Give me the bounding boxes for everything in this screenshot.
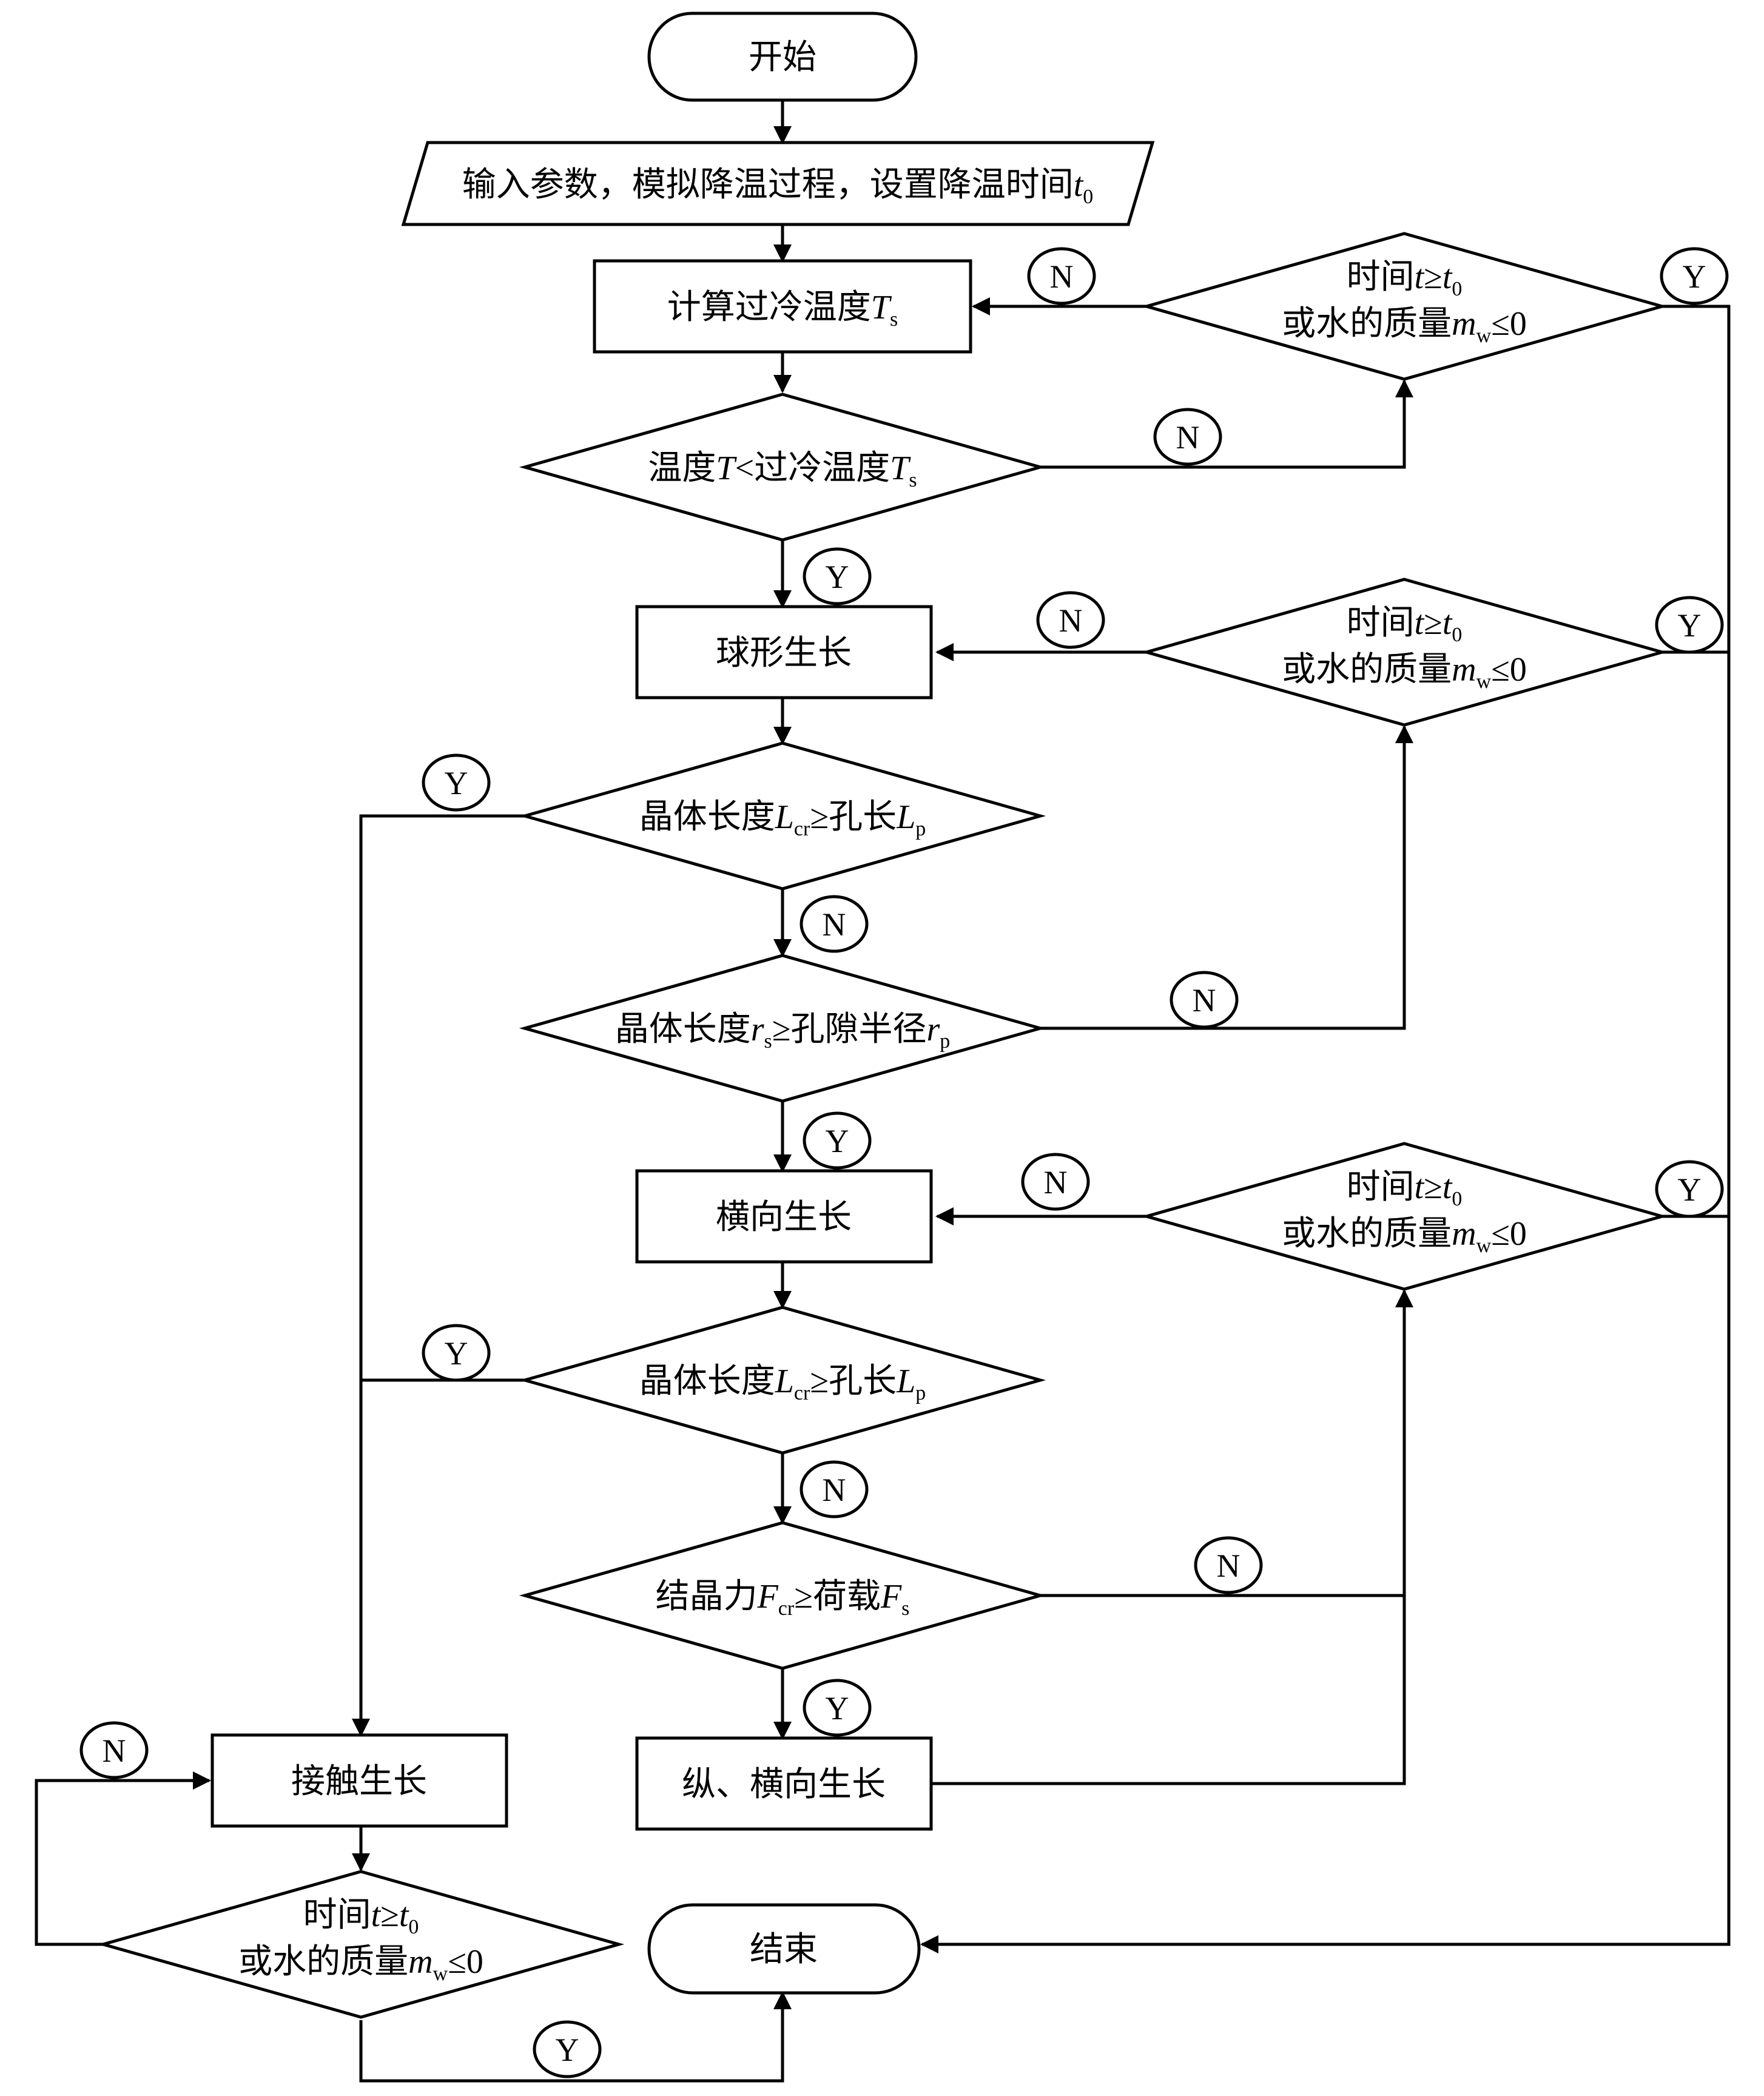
mark-yes: Y bbox=[803, 1111, 872, 1170]
svg-text:N: N bbox=[823, 906, 846, 943]
svg-text:N: N bbox=[1217, 1548, 1241, 1584]
node-stop-check-4: 时间t≥t0 或水的质量mw≤0 bbox=[97, 1870, 625, 2019]
stop-check-2-line1: 时间t≥t0 bbox=[1347, 604, 1463, 646]
edge-tempcheck-no bbox=[1040, 379, 1413, 469]
node-radius-check: 晶体长度rs≥孔隙半径rp bbox=[519, 954, 1046, 1103]
mark-no: N bbox=[800, 1460, 869, 1518]
mark-yes: Y bbox=[803, 547, 872, 605]
node-input-label: 输入参数，模拟降温过程，设置降温时间t0 bbox=[462, 166, 1094, 208]
node-length-check-1: 晶体长度Lcr≥孔长Lp bbox=[519, 741, 1046, 891]
stop-check-3-line1: 时间t≥t0 bbox=[1347, 1168, 1463, 1210]
mark-no: N bbox=[1153, 408, 1222, 466]
node-stop-check-1: 时间t≥t0 或水的质量mw≤0 bbox=[1140, 232, 1668, 381]
stop-check-2-line2: 或水的质量mw≤0 bbox=[1282, 651, 1527, 693]
mark-yes: Y bbox=[1655, 1160, 1724, 1218]
mark-no: N bbox=[1170, 971, 1239, 1029]
mark-yes: Y bbox=[1660, 247, 1729, 305]
svg-text:N: N bbox=[1050, 258, 1074, 295]
node-force-check: 结晶力Fcr≥荷载Fs bbox=[519, 1521, 1046, 1670]
node-contact-growth: 接触生长 bbox=[210, 1733, 508, 1828]
node-length-check-2-label: 晶体长度Lcr≥孔长Lp bbox=[639, 1363, 926, 1404]
edge-stop4-yes bbox=[359, 1991, 792, 2083]
mark-no: N bbox=[1036, 591, 1105, 649]
stop-check-1-line2: 或水的质量mw≤0 bbox=[1282, 305, 1527, 347]
mark-yes: Y bbox=[803, 1679, 872, 1737]
stop-check-1-line1: 时间t≥t0 bbox=[1347, 258, 1463, 300]
svg-text:Y: Y bbox=[826, 559, 849, 595]
node-radius-check-label: 晶体长度rs≥孔隙半径rp bbox=[615, 1011, 951, 1053]
node-force-check-label: 结晶力Fcr≥荷载Fs bbox=[656, 1578, 910, 1620]
svg-text:Y: Y bbox=[445, 1335, 468, 1372]
node-end: 结束 bbox=[647, 1903, 921, 1995]
svg-text:N: N bbox=[1193, 982, 1216, 1019]
mark-yes: Y bbox=[422, 1324, 491, 1382]
mark-yes: Y bbox=[1655, 596, 1724, 654]
node-spherical-growth-label: 球形生长 bbox=[716, 635, 852, 672]
svg-text:Y: Y bbox=[1683, 258, 1706, 295]
node-calc-supercool: 计算过冷温度Ts bbox=[593, 259, 972, 354]
node-long-lateral-growth-label: 纵、横向生长 bbox=[682, 1766, 886, 1804]
node-end-label: 结束 bbox=[750, 1931, 818, 1969]
node-input: 输入参数，模拟降温过程，设置降温时间t0 bbox=[401, 141, 1155, 226]
mark-no: N bbox=[79, 1721, 149, 1779]
svg-text:Y: Y bbox=[556, 2032, 579, 2068]
svg-text:Y: Y bbox=[826, 1690, 849, 1727]
node-temp-check: 温度T<过冷温度Ts bbox=[519, 393, 1046, 542]
mark-yes: Y bbox=[422, 753, 491, 812]
node-length-check-1-label: 晶体长度Lcr≥孔长Lp bbox=[639, 798, 926, 840]
node-long-lateral-growth: 纵、横向生长 bbox=[635, 1736, 933, 1831]
edge-radiuscheck-no bbox=[1040, 725, 1413, 1030]
node-temp-check-label: 温度T<过冷温度Ts bbox=[648, 450, 917, 491]
svg-text:Y: Y bbox=[1678, 607, 1702, 644]
svg-text:Y: Y bbox=[826, 1123, 849, 1159]
svg-text:Y: Y bbox=[445, 765, 468, 801]
mark-no: N bbox=[1021, 1153, 1090, 1211]
node-spherical-growth: 球形生长 bbox=[635, 605, 933, 699]
branch-marks: N Y N Y N Y Y N N Y N Y Y N N Y N Y bbox=[79, 247, 1729, 2078]
node-stop-check-2: 时间t≥t0 或水的质量mw≤0 bbox=[1140, 578, 1668, 727]
stop-check-4-line1: 时间t≥t0 bbox=[303, 1896, 419, 1938]
node-contact-growth-label: 接触生长 bbox=[291, 1763, 427, 1801]
mark-no: N bbox=[1027, 247, 1096, 305]
node-lateral-growth: 横向生长 bbox=[635, 1169, 933, 1264]
edge-stop4-no bbox=[35, 1771, 211, 1946]
svg-text:Y: Y bbox=[1678, 1171, 1702, 1208]
edge-longlateral-to-stop3 bbox=[931, 1289, 1413, 1785]
svg-text:N: N bbox=[103, 1733, 126, 1769]
node-length-check-2: 晶体长度Lcr≥孔长Lp bbox=[519, 1306, 1046, 1455]
mark-no: N bbox=[800, 895, 869, 953]
svg-text:N: N bbox=[1044, 1164, 1068, 1201]
node-start-label: 开始 bbox=[749, 39, 816, 76]
edge-stop1-yes bbox=[920, 305, 1731, 1953]
edge-lengthcheck1-yes bbox=[352, 814, 525, 1737]
edges bbox=[35, 100, 1731, 2083]
svg-text:N: N bbox=[1176, 419, 1200, 456]
node-calc-supercool-label: 计算过冷温度Ts bbox=[667, 289, 898, 331]
mark-yes: Y bbox=[533, 2020, 602, 2078]
stop-check-4-line2: 或水的质量mw≤0 bbox=[238, 1943, 483, 1985]
svg-text:N: N bbox=[1059, 602, 1083, 639]
node-stop-check-3: 时间t≥t0 或水的质量mw≤0 bbox=[1140, 1142, 1668, 1291]
svg-text:N: N bbox=[823, 1472, 846, 1508]
mark-no: N bbox=[1194, 1536, 1263, 1594]
node-start: 开始 bbox=[647, 12, 918, 102]
stop-check-3-line2: 或水的质量mw≤0 bbox=[1282, 1215, 1527, 1257]
node-lateral-growth-label: 横向生长 bbox=[716, 1199, 852, 1236]
